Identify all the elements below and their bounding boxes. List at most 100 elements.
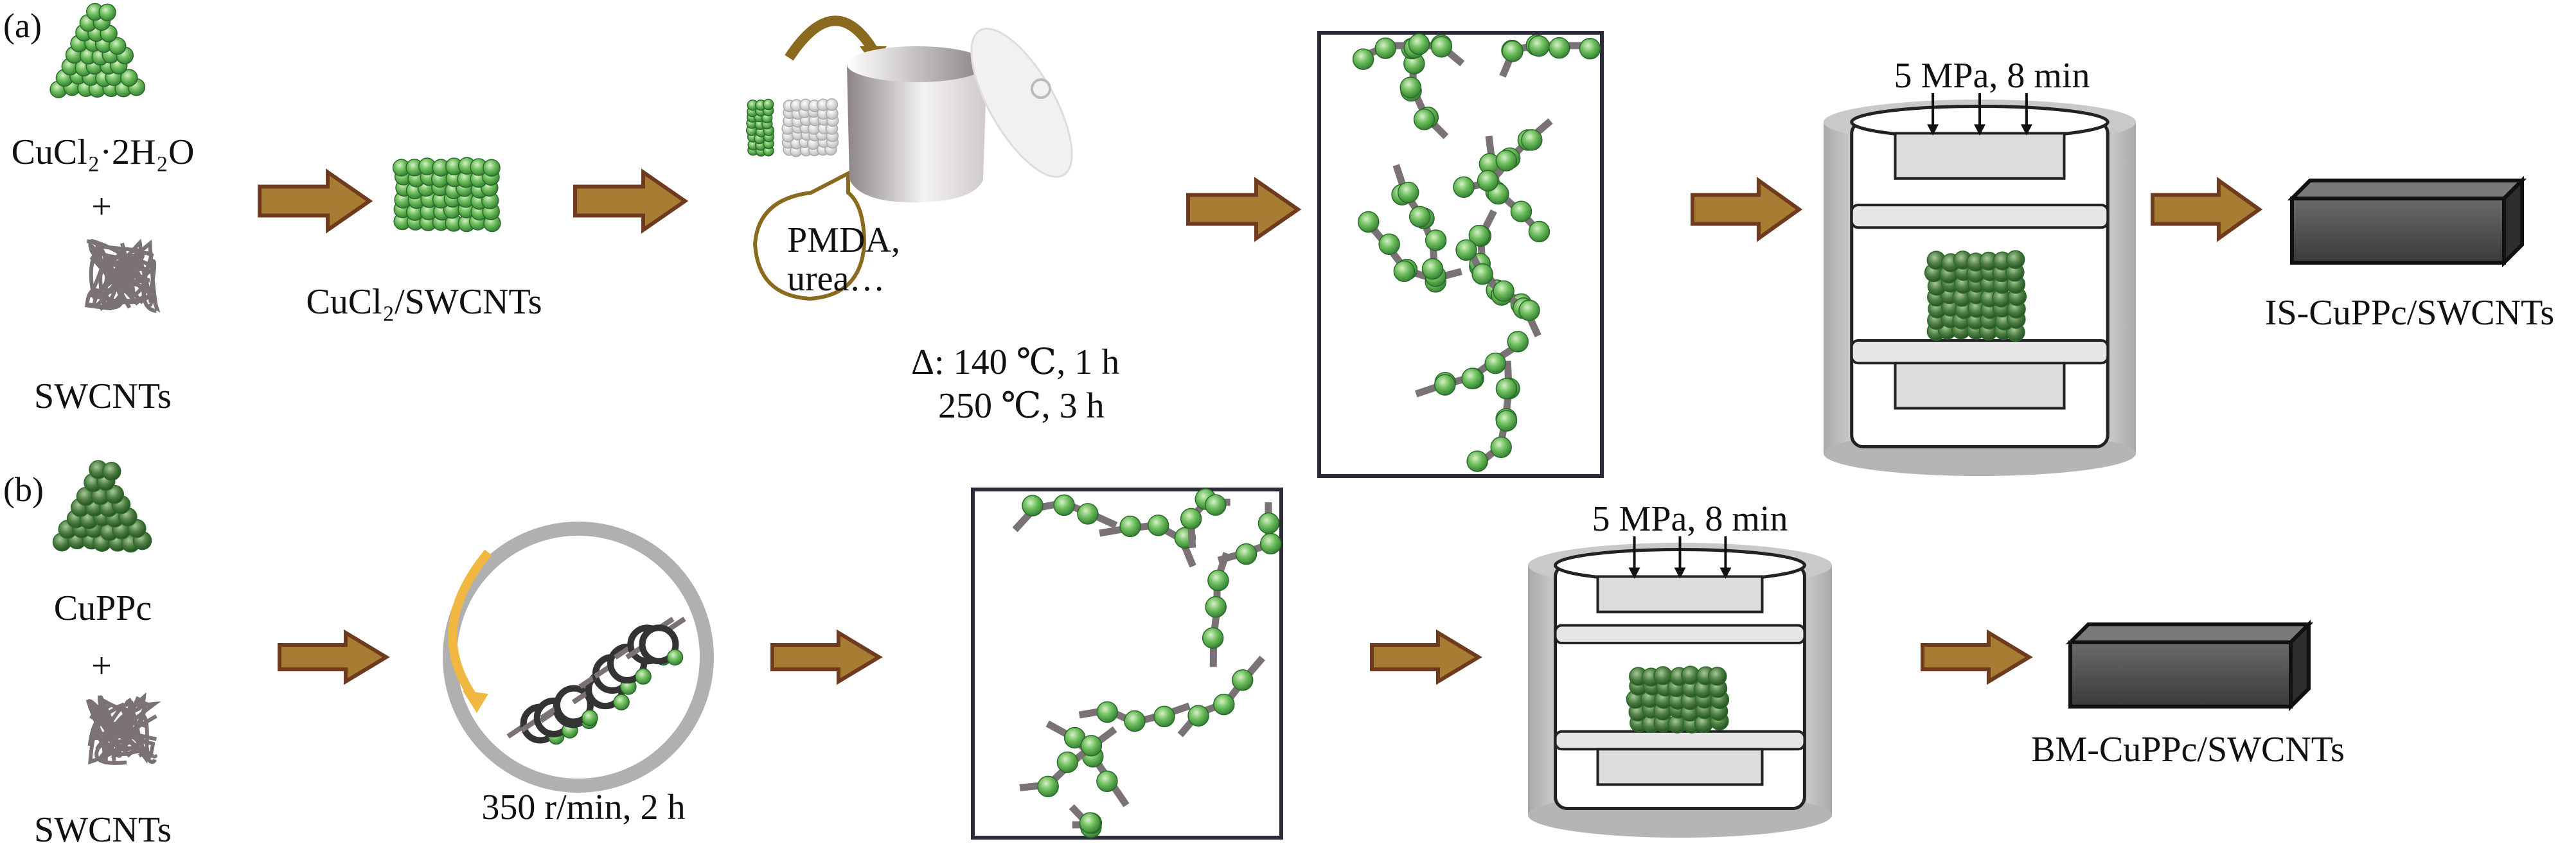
- particle: [1153, 705, 1175, 728]
- particle: [1490, 436, 1512, 459]
- particle: [1119, 515, 1141, 538]
- press-b-sample: [1626, 665, 1730, 734]
- intermediate-label: CuCl₂/SWCNTs: [306, 282, 542, 322]
- pressure-arrow-head: [2020, 124, 2032, 136]
- particle: [1493, 280, 1515, 302]
- particle: [825, 98, 839, 111]
- particle: [1528, 35, 1550, 57]
- press-base: [1894, 362, 2066, 410]
- particle: [1358, 211, 1380, 233]
- particle: [1056, 751, 1079, 773]
- particle: [102, 461, 121, 481]
- milling-ball: [639, 624, 679, 665]
- particle: [2005, 250, 2025, 269]
- heat-condition-2: 250 ℃, 3 h: [938, 386, 1105, 426]
- block-front: [2290, 197, 2506, 265]
- press-lower-plate: [1850, 339, 2110, 365]
- crucible-lid-knob: [1031, 78, 1051, 99]
- particle: [1378, 233, 1400, 255]
- particle: [1548, 37, 1570, 59]
- particle: [1484, 352, 1506, 375]
- ball-mill-jar: [443, 522, 714, 793]
- particle: [1257, 512, 1280, 534]
- reactant-cucl2-label: CuCl₂·2H₂O: [12, 132, 195, 172]
- press-upper-plate: [1850, 204, 2110, 229]
- particle: [1579, 38, 1601, 60]
- panel-b-label: (b): [3, 470, 44, 509]
- press-lower-plate: [1554, 730, 1806, 751]
- particle: [1079, 812, 1101, 834]
- pressure-arrow-head: [1628, 567, 1640, 579]
- press-punch: [1894, 132, 2066, 180]
- particle: [1053, 494, 1075, 516]
- process-arrow-b3: [1370, 629, 1482, 685]
- particle: [1080, 735, 1103, 757]
- block-front: [2068, 640, 2293, 709]
- particle: [1393, 260, 1416, 283]
- particle: [1147, 515, 1169, 536]
- composite-box-a: [1317, 31, 1604, 478]
- particle: [1037, 775, 1059, 798]
- particle: [1235, 543, 1257, 565]
- particle: [1259, 533, 1282, 555]
- particle: [1374, 37, 1396, 59]
- process-arrow-b1: [278, 629, 390, 685]
- particle: [1187, 705, 1209, 727]
- press-punch: [1596, 575, 1764, 613]
- particle: [1502, 40, 1523, 62]
- particle: [762, 98, 774, 110]
- rotation-arrow: [448, 549, 492, 703]
- process-arrow-a5: [2151, 177, 2263, 242]
- nanotube-strand: [87, 239, 147, 309]
- nanotube-strand: [96, 246, 145, 280]
- process-arrow-a4: [1691, 177, 1803, 242]
- crucible-body: [847, 64, 987, 202]
- particle: [1466, 450, 1488, 472]
- crucible-opening: [847, 46, 987, 82]
- press-label-a: 5 MPa, 8 min: [1894, 56, 2090, 96]
- heat-condition-1: Δ: 140 ℃, 1 h: [911, 342, 1119, 382]
- press-upper-plate: [1554, 624, 1806, 645]
- pressure-arrow-head: [1674, 567, 1686, 579]
- panel-a-label: (a): [3, 6, 42, 45]
- product-label-a: IS-CuPPc/SWCNTs: [2265, 293, 2554, 333]
- cucl2-powder-pile: [49, 3, 146, 98]
- particle: [1408, 206, 1431, 228]
- particle: [1124, 710, 1146, 732]
- reactant-swcnts-label-a: SWCNTs: [34, 376, 172, 416]
- cucl2-swcnt-cluster: [392, 157, 501, 233]
- particle: [1471, 263, 1493, 285]
- particle: [1708, 667, 1727, 686]
- particle: [483, 159, 501, 177]
- press-a-sample: [1924, 250, 2027, 342]
- nanotube-strand: [104, 696, 157, 752]
- particle: [1205, 596, 1227, 618]
- particle: [98, 3, 116, 22]
- particle: [1096, 701, 1118, 723]
- particle: [1425, 229, 1447, 251]
- swcnt-tangle-a: [85, 238, 161, 313]
- product-block-a: [2287, 175, 2527, 268]
- particle: [1077, 503, 1099, 525]
- particle: [1528, 220, 1550, 243]
- reactant-cuppc-label: CuPPc: [54, 588, 152, 628]
- cuppc-powder-pile: [52, 460, 152, 553]
- product-label-b: BM-CuPPc/SWCNTs: [2031, 730, 2345, 770]
- particle: [666, 649, 684, 666]
- particle: [1434, 374, 1456, 396]
- particle: [109, 37, 127, 55]
- particle: [1022, 495, 1044, 516]
- particle: [1453, 176, 1475, 198]
- bubble-text-line1: PMDA,: [787, 220, 900, 260]
- particle: [1461, 367, 1483, 390]
- particle: [635, 668, 652, 685]
- speech-bubble: [752, 170, 867, 301]
- particle: [1207, 569, 1229, 592]
- rotation-arrow-head: [463, 691, 488, 713]
- particle: [1096, 770, 1118, 792]
- composite-box-frame: [971, 488, 1283, 840]
- pressure-arrow-head: [1927, 124, 1939, 136]
- white-reagent-pile: [781, 98, 839, 157]
- particle: [1213, 693, 1235, 716]
